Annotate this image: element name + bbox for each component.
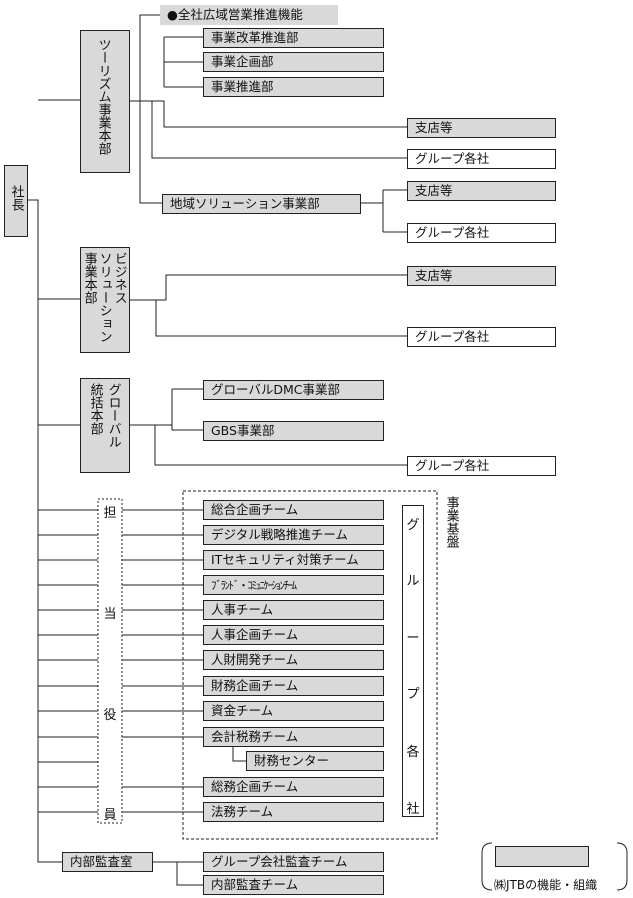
officer-char-4: 員 [103, 808, 117, 823]
team-box: 会計税務チーム [203, 727, 384, 747]
global-hq-label-1: グローバル [105, 383, 121, 448]
legend-swatch [495, 846, 589, 867]
planning-dept-box: 事業企画部 [203, 52, 384, 72]
tourism-hq-label: ツーリズム事業本部 [95, 38, 111, 155]
legend-label: ㈱JTBの機能・組織 [494, 878, 598, 892]
global-hq-label-2: 統括本部 [87, 383, 103, 435]
group-companies-vertical-box [402, 505, 424, 817]
global-hq-box [80, 378, 130, 473]
group-char-3: ー [406, 631, 420, 646]
team-box: 人事企画チーム [203, 625, 384, 645]
tourism-group-companies-box: グループ各社 [407, 149, 556, 169]
team-box: 総合企画チーム [203, 500, 384, 520]
officer-char-2: 当 [103, 607, 117, 622]
promotion-dept-box: 事業推進部 [203, 77, 384, 97]
business-solution-hq-label-3: 事業本部 [81, 252, 97, 304]
business-solution-hq-box [80, 247, 130, 353]
business-solution-hq-label-2: ソリューション [96, 252, 112, 343]
team-box: ITセキュリティ対策チーム [203, 550, 384, 570]
group-char-2: ル [406, 574, 420, 589]
wide-area-sales-box: ●全社広域営業推進機能 [160, 5, 338, 25]
tourism-branches-box: 支店等 [407, 118, 556, 138]
group-audit-team-box: グループ会社監査チーム [203, 852, 384, 872]
internal-audit-team-box: 内部監査チーム [203, 875, 384, 895]
president-box [4, 165, 28, 237]
group-char-6: 社 [406, 802, 420, 817]
internal-audit-office-box: 内部監査室 [62, 852, 153, 872]
regional-solution-box: 地域ソリューション事業部 [162, 194, 361, 214]
team-box: 資金チーム [203, 701, 384, 721]
tourism-hq-box [80, 30, 130, 173]
reform-dept-box: 事業改革推進部 [203, 28, 384, 48]
officer-char-1: 担 [103, 506, 117, 521]
business-solution-hq-label-1: ビジネス [111, 252, 127, 304]
team-box: 総務企画チーム [203, 777, 384, 797]
business-group-companies-box: グループ各社 [407, 327, 556, 347]
team-box: 法務チーム [203, 802, 384, 822]
team-box: 財務企画チーム [203, 676, 384, 696]
group-char-5: 各 [406, 745, 420, 760]
regional-branches-box: 支店等 [407, 181, 556, 201]
gbs-dept-box: GBS事業部 [203, 421, 384, 441]
finance-center-box: 財務センター [246, 751, 384, 771]
team-box: 人事チーム [203, 600, 384, 620]
team-box: デジタル戦略推進チーム [203, 525, 384, 545]
team-box: ﾌﾞﾗﾝﾄﾞ・ｺﾐｭﾆｹｰｼｮﾝﾁｰﾑ [203, 575, 384, 595]
president-label: 社長 [8, 185, 24, 211]
global-dmc-box: グローバルDMC事業部 [203, 380, 384, 400]
group-char-4: プ [406, 687, 420, 702]
business-platform-label: 事業基盤 [443, 496, 459, 548]
regional-group-companies-box: グループ各社 [407, 223, 556, 243]
team-box: 人財開発チーム [203, 650, 384, 670]
officer-char-3: 役 [103, 708, 117, 723]
group-char-1: グ [406, 518, 420, 533]
global-group-companies-box: グループ各社 [407, 456, 556, 476]
business-branches-box: 支店等 [407, 266, 556, 286]
